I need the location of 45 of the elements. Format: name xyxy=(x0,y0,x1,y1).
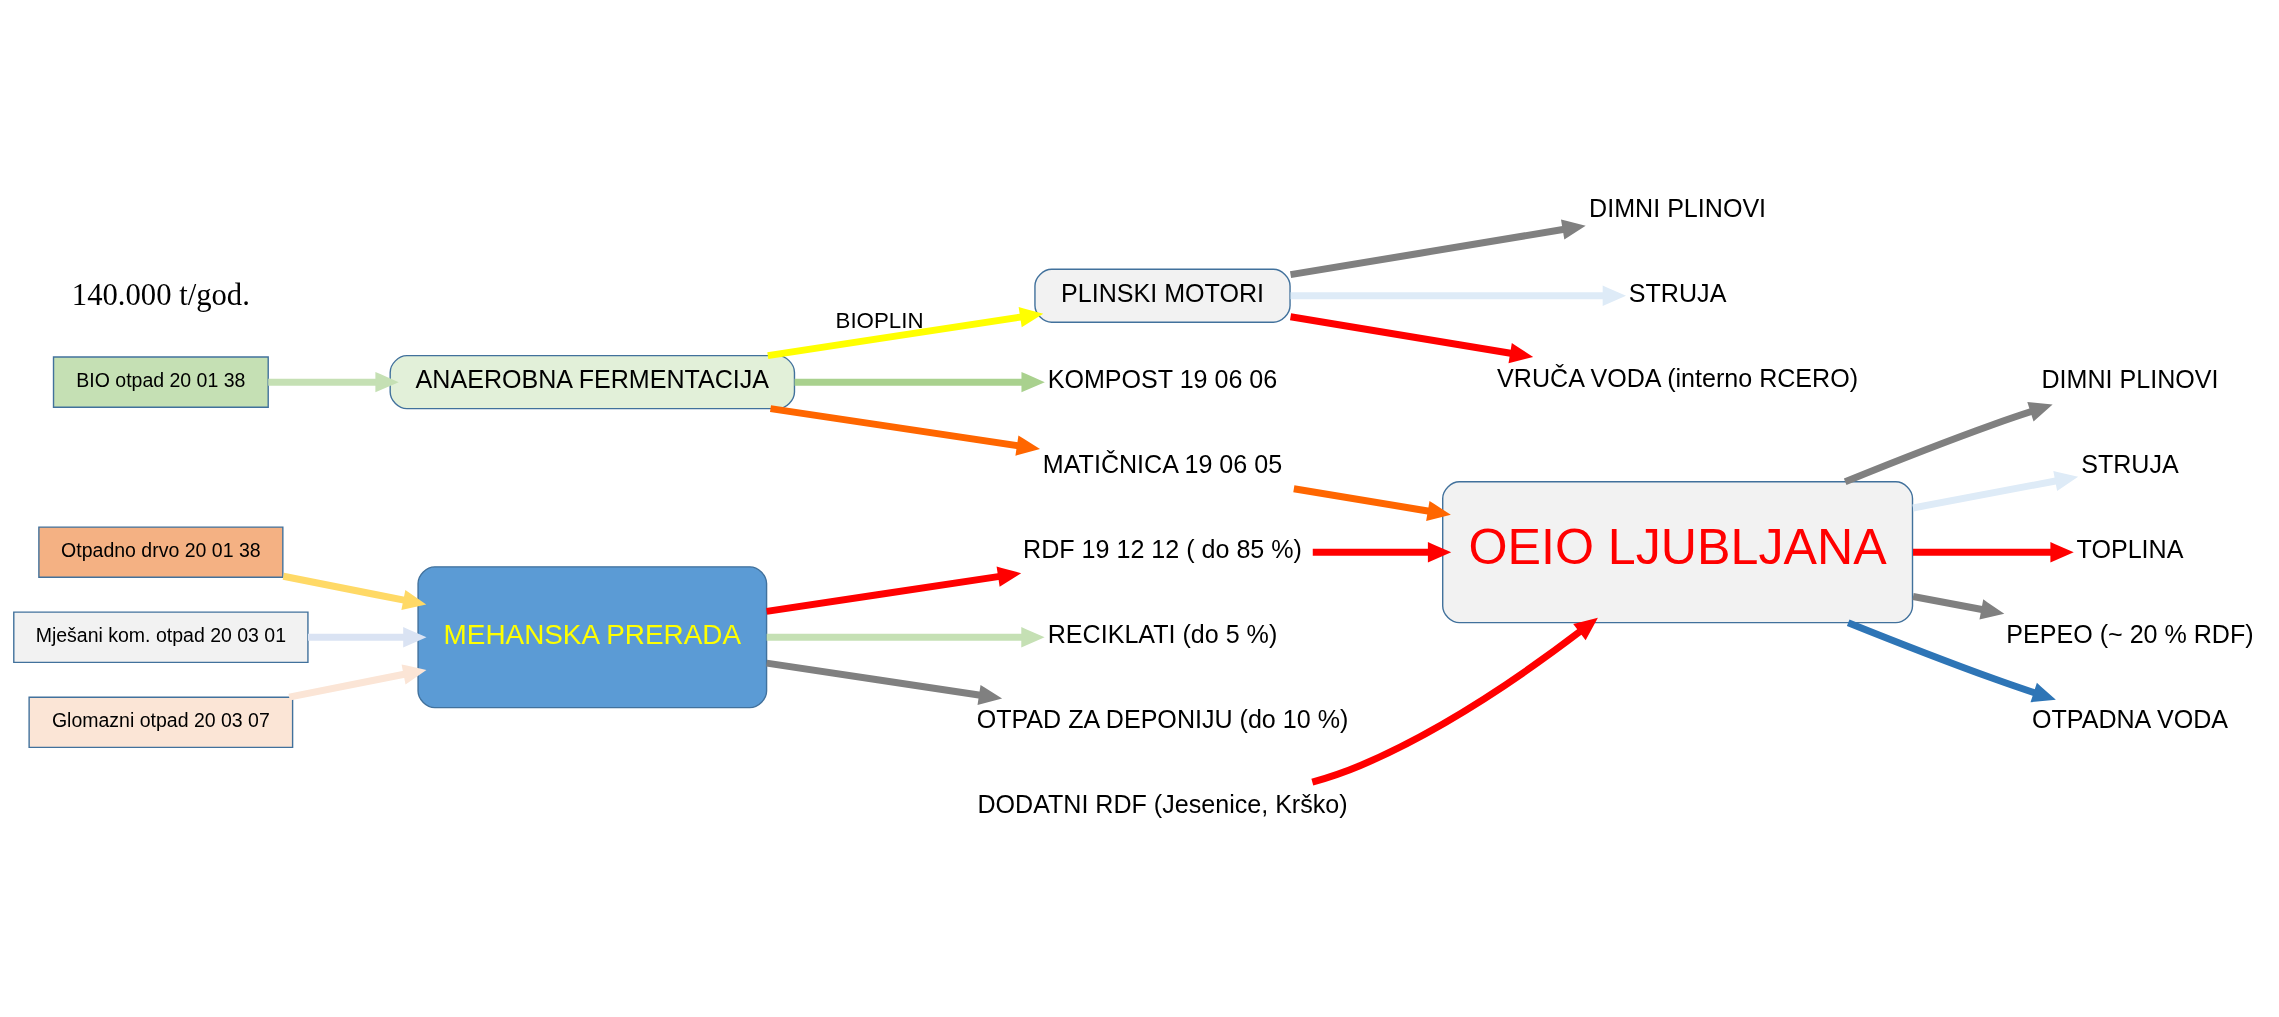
node-box: MEHANSKA PRERADA xyxy=(417,565,768,708)
arrow xyxy=(1290,285,1626,306)
node-text: VRUČA VODA (interno RCERO) xyxy=(1497,363,1859,392)
arrow xyxy=(282,572,427,610)
node-box: Otpadno drvo 20 01 38 xyxy=(38,525,284,578)
arrow xyxy=(1913,541,2074,562)
node-box: PLINSKI MOTORI xyxy=(1034,268,1291,323)
node-text: KOMPOST 19 06 06 xyxy=(1047,364,1278,393)
node-box: ANAEROBNA FERMENTACIJA xyxy=(389,354,796,409)
arrow xyxy=(794,371,1045,392)
node-box: BIO otpad 20 01 38 xyxy=(52,355,269,408)
arrow xyxy=(268,371,399,392)
node-text: RECIKLATI (do 5 %) xyxy=(1047,619,1278,648)
node-text: RDF 19 12 12 ( do 85 %) xyxy=(1023,534,1302,563)
arrow xyxy=(1843,401,2053,485)
arrow xyxy=(766,566,1022,615)
label: 140.000 t/god. xyxy=(71,277,250,312)
node-text: DIMNI PLINOVI xyxy=(2041,364,2219,393)
node-text: OTPAD ZA DEPONIJU (do 10 %) xyxy=(976,704,1349,733)
node-box: OEIO LJUBLJANA xyxy=(1442,480,1914,623)
node-text: OTPADNA VODA xyxy=(2031,704,2228,733)
node-text: STRUJA xyxy=(2081,449,2179,478)
arrow xyxy=(770,404,1040,456)
node-box: Mješani kom. otpad 20 03 01 xyxy=(13,610,309,663)
arrow xyxy=(1912,592,2005,619)
arrow xyxy=(308,626,427,647)
arrow xyxy=(1312,541,1452,562)
arrow xyxy=(766,626,1045,647)
edge-label: BIOPLIN xyxy=(835,306,924,332)
node-box: Glomazni otpad 20 03 07 xyxy=(28,696,294,748)
arrow xyxy=(1846,618,2056,702)
arrow xyxy=(1289,218,1586,278)
arrow xyxy=(767,306,1044,359)
node-text: TOPLINA xyxy=(2076,534,2184,563)
arrow xyxy=(1293,484,1451,521)
node-text: PEPEO (~ 20 % RDF) xyxy=(2006,619,2254,648)
arrow xyxy=(288,663,427,701)
node-text: STRUJA xyxy=(1628,278,1727,307)
node-text: DODATNI RDF (Jesenice, Krško) xyxy=(977,789,1348,818)
arrow xyxy=(1289,312,1534,363)
arrow xyxy=(766,659,1003,705)
arrow xyxy=(1912,470,2079,511)
arrow xyxy=(1311,617,1598,786)
node-text: MATIČNICA 19 06 05 xyxy=(1042,449,1283,478)
node-text: DIMNI PLINOVI xyxy=(1589,193,1767,222)
